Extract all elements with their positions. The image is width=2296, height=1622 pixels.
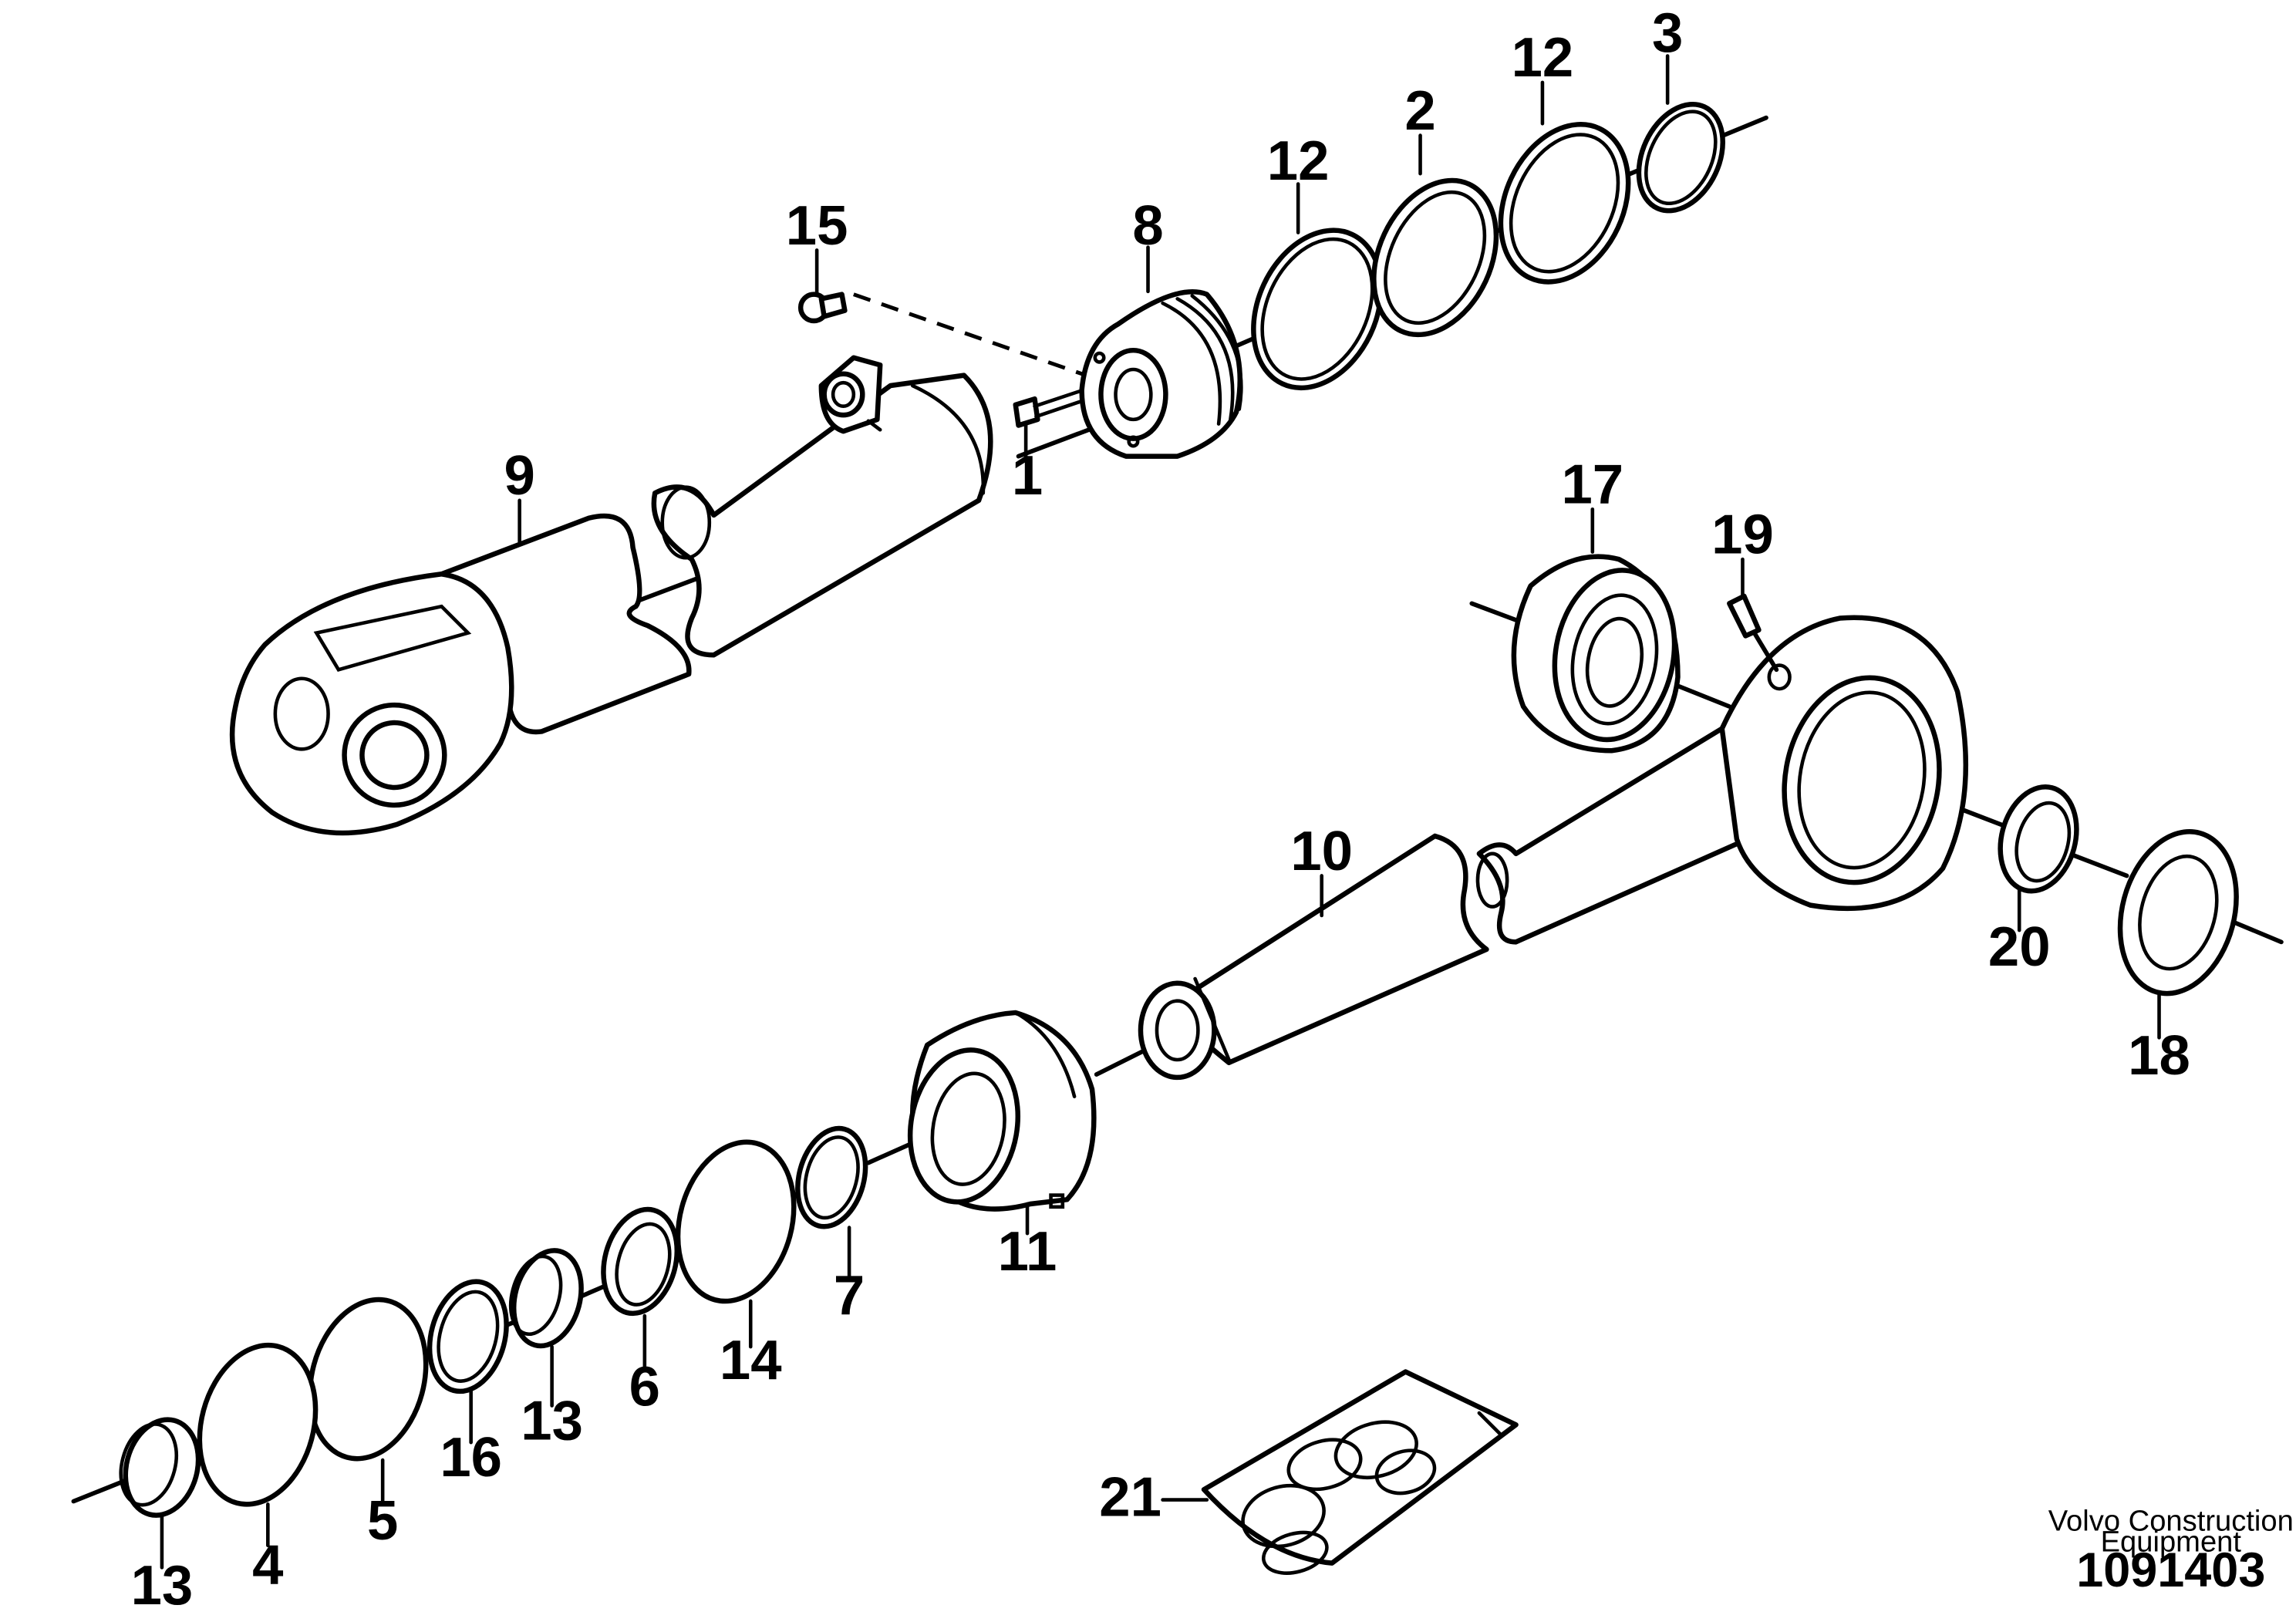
cylinder-head-part-11 — [907, 1010, 1097, 1212]
seal-part-6 — [601, 1206, 680, 1317]
o-ring-part-5 — [307, 1297, 429, 1462]
grease-nipple-part-19 — [1727, 593, 1779, 673]
seal-part-20 — [1998, 784, 2079, 894]
callout-8: 8 — [1132, 194, 1163, 257]
bushing-part-13-lower — [119, 1417, 201, 1518]
callout-19: 19 — [1711, 504, 1774, 566]
ring-part-3 — [1636, 101, 1725, 214]
ring-part-16 — [426, 1279, 509, 1394]
callout-11: 11 — [998, 1220, 1057, 1283]
seal-ring-part-12-right — [1498, 122, 1631, 285]
callout-1: 1 — [1012, 444, 1043, 507]
credit-line-2: Equipment — [2101, 1525, 2242, 1558]
seal-ring-part-12-left — [1251, 228, 1384, 391]
callout-3: 3 — [1652, 2, 1683, 64]
bushing-part-13-middle — [508, 1248, 584, 1349]
piston-part-8 — [1079, 289, 1243, 459]
o-ring-part-14 — [675, 1139, 797, 1304]
o-ring-part-4 — [197, 1342, 319, 1507]
callout-12-left: 12 — [1267, 130, 1330, 192]
callout-18: 18 — [2128, 1024, 2190, 1087]
callout-13-lower: 13 — [131, 1554, 194, 1617]
callout-5: 5 — [367, 1489, 398, 1552]
cylinder-tube-part-9 — [229, 355, 993, 836]
callout-9: 9 — [504, 444, 534, 507]
leader-lines — [160, 54, 2161, 1570]
screw-part-15 — [797, 292, 1117, 388]
washer-part-18 — [2117, 829, 2239, 996]
callout-7: 7 — [834, 1264, 865, 1327]
callout-10: 10 — [1290, 820, 1353, 882]
callout-4: 4 — [252, 1533, 283, 1596]
callout-20: 20 — [1988, 916, 2051, 978]
seal-kit-part-21 — [1201, 1369, 1519, 1575]
spherical-bearing-part-17 — [1511, 554, 1681, 754]
credit-block: Volvo Construction Equipment 1091403 — [2048, 1505, 2294, 1598]
document-number: 1091403 — [2076, 1543, 2265, 1597]
callout-21: 21 — [1099, 1466, 1161, 1529]
callout-14: 14 — [720, 1329, 782, 1391]
callout-15: 15 — [786, 194, 848, 257]
callout-13-middle: 13 — [521, 1389, 583, 1452]
ring-part-2 — [1371, 177, 1499, 338]
piston-rod-part-10 — [1138, 615, 1969, 1081]
callout-17: 17 — [1561, 454, 1623, 516]
callout-2: 2 — [1404, 79, 1435, 142]
ring-part-7 — [795, 1125, 868, 1229]
credit-line-1: Volvo Construction — [2048, 1505, 2294, 1538]
callout-labels: 1 2 3 4 5 6 7 8 9 10 11 12 12 13 13 14 1… — [131, 2, 2190, 1617]
callout-6: 6 — [629, 1355, 660, 1418]
callout-16: 16 — [440, 1426, 502, 1489]
callout-12-right: 12 — [1512, 26, 1574, 89]
